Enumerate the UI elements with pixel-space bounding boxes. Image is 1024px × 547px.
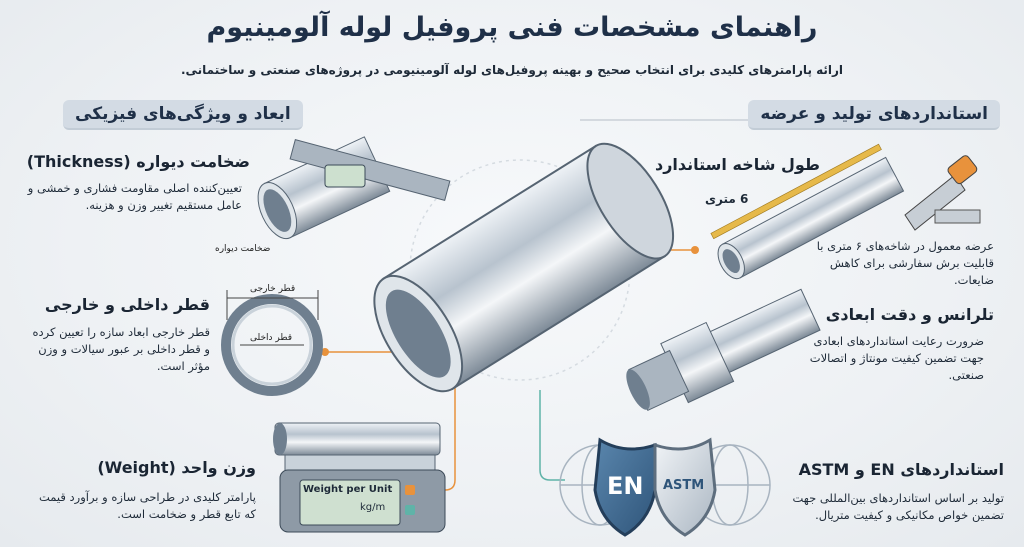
scale-display-line2: kg/m: [360, 502, 386, 513]
diameter-desc: قطر خارجی ابعاد سازه را تعیین کرده و قطر…: [32, 325, 210, 373]
outer-diameter-label: قطر خارجی: [250, 284, 296, 294]
tolerance-desc: ضرورت رعایت استانداردهای ابعادی جهت تضمی…: [809, 334, 984, 382]
astm-badge-text: ASTM: [663, 478, 705, 493]
caliper-pipe-illustration: [257, 136, 451, 240]
standard-length-pipe-illustration: [710, 143, 905, 280]
weight-desc: پارامتر کلیدی در طراحی سازه و برآورد قیم…: [38, 490, 256, 521]
page-title: راهنمای مشخصات فنی پروفیل لوله آلومینیوم: [206, 12, 818, 43]
standard-length-desc: عرضه معمول در شاخه‌های ۶ متری با قابلیت …: [816, 239, 994, 287]
scale-display-line1: Weight per Unit: [303, 484, 393, 495]
diameter-title: قطر داخلی و خارجی: [44, 295, 210, 314]
left-section-header: ابعاد و ویژگی‌های فیزیکی: [63, 100, 303, 130]
standard-length-title: طول شاخه استاندارد: [654, 155, 820, 174]
en-badge-text: EN: [607, 472, 644, 500]
diameter-ring-illustration: [221, 290, 323, 396]
threaded-fitting-illustration: [626, 288, 821, 412]
thickness-desc: تعیین‌کننده اصلی مقاومت فشاری و خمشی و ع…: [27, 181, 242, 212]
page-subtitle: ارائه پارامترهای کلیدی برای انتخاب صحیح …: [180, 63, 844, 77]
length-label: 6 متری: [705, 192, 749, 206]
en-astm-title: استانداردهای EN و ASTM: [798, 460, 1004, 479]
saw-icon: [904, 155, 981, 231]
en-shield-icon: [593, 437, 657, 537]
center-pipe-illustration: [373, 142, 675, 393]
en-astm-desc: تولید بر اساس استانداردهای بین‌المللی جه…: [792, 491, 1004, 522]
right-section-header: استانداردهای تولید و عرضه: [748, 100, 1000, 130]
thickness-title: ضخامت دیواره (Thickness): [26, 152, 250, 171]
weight-scale-illustration: [273, 422, 446, 533]
inner-diameter-label: قطر داخلی: [250, 333, 293, 343]
tolerance-title: تلرانس و دقت ابعادی: [825, 305, 994, 324]
astm-shield-icon: [653, 437, 717, 537]
weight-title: وزن واحد (Weight): [97, 458, 256, 477]
wall-thickness-label: ضخامت دیواره: [215, 244, 271, 254]
